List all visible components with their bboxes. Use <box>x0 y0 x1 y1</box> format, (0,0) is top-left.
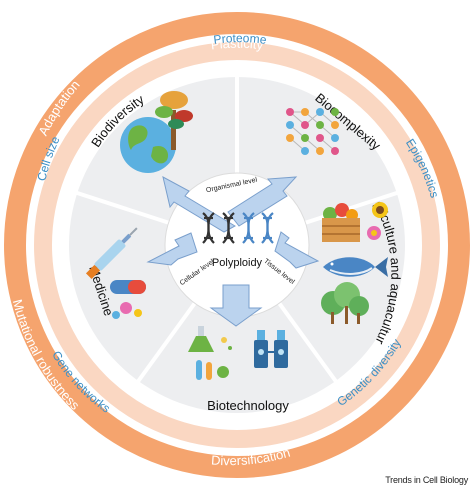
arrow-right <box>274 231 320 269</box>
bioreactor-icon <box>254 330 288 368</box>
droplet-icon <box>221 337 232 350</box>
sunflower-icon <box>372 202 388 218</box>
syringe-icon <box>85 227 138 280</box>
vegetable-crate-icon <box>322 203 360 242</box>
trees-icon <box>321 282 369 324</box>
dna-icon <box>242 212 255 244</box>
dna-icon-group <box>202 212 274 244</box>
arrow-upper-left <box>162 176 237 233</box>
pills-icon <box>110 280 146 319</box>
arrow-down <box>209 284 263 327</box>
sector-label-biotechnology: Biotechnology <box>207 398 289 413</box>
globe-tree-icon <box>120 91 193 173</box>
dna-icon <box>202 212 215 244</box>
arrow-left <box>146 232 198 266</box>
flask-icon <box>188 326 214 352</box>
outer-label-plasticity: Plasticity <box>210 36 265 53</box>
center-label-polyploidy: Polyploidy <box>212 257 263 269</box>
dna-icon <box>261 212 274 244</box>
test-tubes-icon <box>196 360 229 380</box>
journal-credit: Trends in Cell Biology <box>385 475 468 485</box>
dna-icon <box>222 212 235 244</box>
inner-label-proteome: Proteome <box>213 31 268 47</box>
fish-icon <box>323 257 388 277</box>
outer-ring <box>4 12 470 478</box>
flower-icon <box>367 226 381 240</box>
network-icon <box>286 108 339 155</box>
inner-ring <box>34 42 440 448</box>
